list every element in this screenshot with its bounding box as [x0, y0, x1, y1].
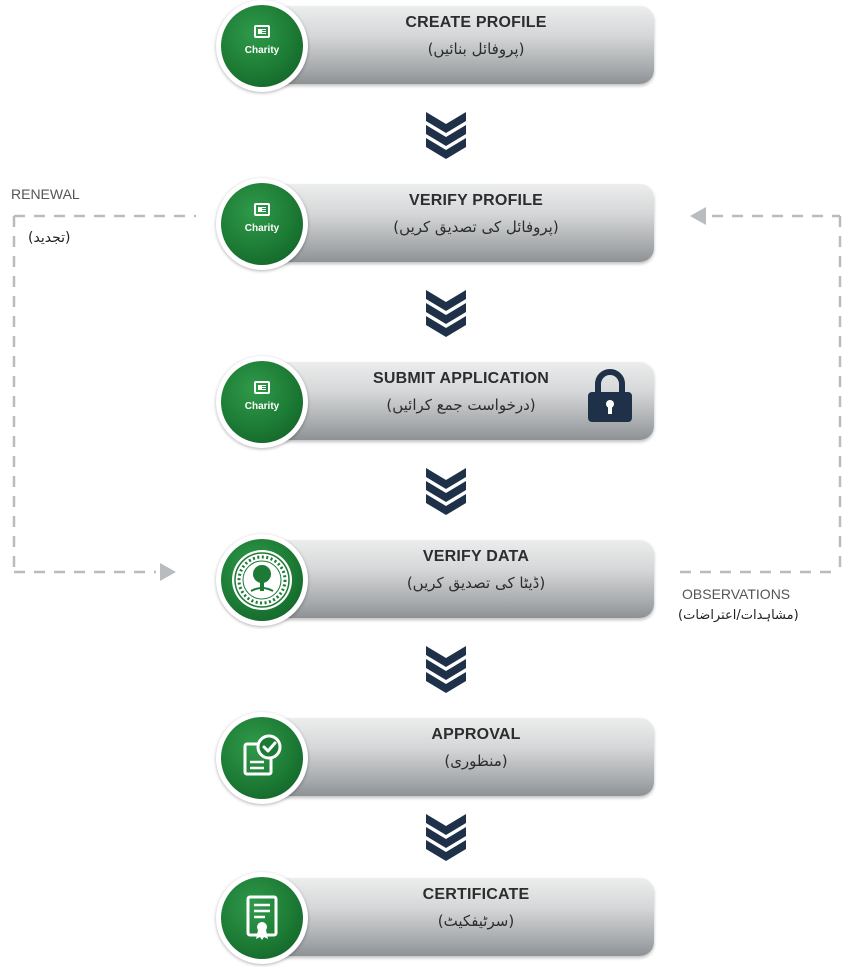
chevron-down-icon — [426, 646, 466, 693]
step-urdu-title: (پروفائل کی تصدیق کریں) — [393, 218, 559, 236]
step-title: CERTIFICATE — [422, 886, 530, 903]
chevron-down-icon — [426, 112, 466, 159]
charity-icon: Charity — [241, 201, 283, 247]
step-bar — [254, 6, 654, 84]
observations-arrowhead — [690, 207, 706, 225]
step-certificate: CERTIFICATE (سرٹیفکیٹ) — [216, 872, 656, 964]
step-icon-badge — [216, 534, 308, 626]
renewal-urdu-label: (تجدید) — [28, 230, 71, 246]
step-title: SUBMIT APPLICATION — [372, 370, 550, 387]
step-icon-badge — [216, 872, 308, 964]
step-urdu-title: (ڈیٹا کی تصدیق کریں) — [406, 574, 546, 592]
step-urdu-title: (منظوری) — [444, 752, 508, 770]
step-title: CREATE PROFILE — [405, 14, 547, 31]
step-verify-profile: Charity VERIFY PROFILE (پروفائل کی تصدیق… — [216, 178, 656, 270]
emblem-seal-icon — [232, 550, 292, 610]
chevron-down-icon — [426, 814, 466, 861]
step-urdu-title: (پروفائل بنائیں) — [427, 40, 525, 58]
charity-label: Charity — [244, 401, 280, 412]
charity-icon: Charity — [241, 379, 283, 425]
step-bar — [254, 878, 654, 956]
charity-icon: Charity — [241, 23, 283, 69]
charity-label: Charity — [244, 45, 280, 56]
observations-urdu-label: (مشاہدات/اعتراضات) — [678, 608, 799, 623]
approved-document-icon — [243, 734, 282, 776]
step-submit-application: Charity SUBMIT APPLICATION (درخواست جمع … — [216, 356, 656, 448]
step-title: VERIFY DATA — [422, 548, 530, 565]
charity-label: Charity — [244, 223, 280, 234]
step-title: APPROVAL — [431, 726, 521, 743]
step-bar — [254, 540, 654, 618]
step-create-profile: Charity CREATE PROFILE (پروفائل بنائیں) — [216, 0, 656, 92]
observations-label: OBSERVATIONS — [682, 586, 791, 602]
certificate-icon — [246, 895, 278, 940]
step-bar — [254, 718, 654, 796]
lock-icon — [588, 369, 632, 422]
step-icon-badge: Charity — [216, 356, 308, 448]
chevron-down-icon — [426, 290, 466, 337]
step-icon-badge: Charity — [216, 178, 308, 270]
step-bar — [254, 184, 654, 262]
step-icon-badge — [216, 712, 308, 804]
chevron-down-icon — [426, 468, 466, 515]
step-approval: APPROVAL (منظوری) — [216, 712, 656, 804]
step-urdu-title: (سرٹیفکیٹ) — [437, 912, 515, 930]
step-title: VERIFY PROFILE — [408, 192, 544, 209]
step-icon-badge: Charity — [216, 0, 308, 92]
step-verify-data: VERIFY DATA (ڈیٹا کی تصدیق کریں) — [216, 534, 656, 626]
step-urdu-title: (درخواست جمع کرائیں) — [386, 396, 536, 414]
step-bar — [254, 362, 654, 440]
renewal-label: RENEWAL — [11, 186, 80, 202]
renewal-arrowhead — [160, 563, 176, 581]
